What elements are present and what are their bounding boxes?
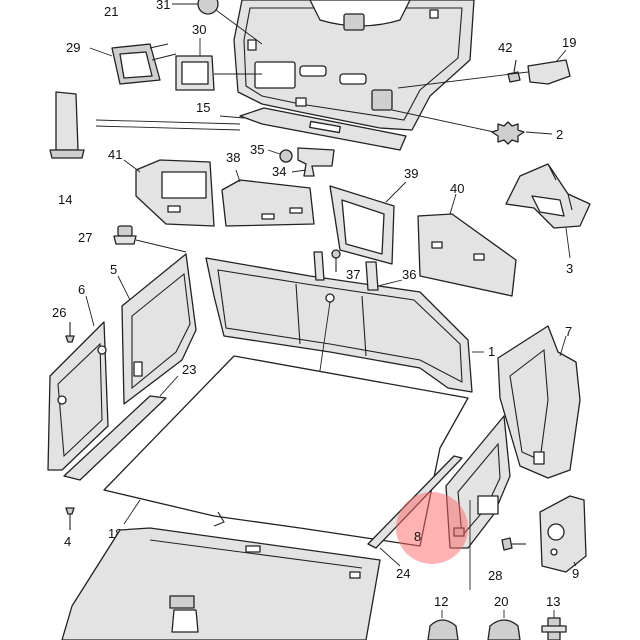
label-13: 13 <box>546 594 560 609</box>
label-4: 4 <box>64 534 71 549</box>
part-4-screw <box>65 507 75 530</box>
highlight-marker <box>396 492 468 564</box>
label-34: 34 <box>272 164 286 179</box>
label-5: 5 <box>110 262 117 277</box>
label-38: 38 <box>226 150 240 165</box>
label-7: 7 <box>565 324 572 339</box>
part-9-housing <box>539 495 587 573</box>
part-cargo-floor <box>61 527 381 640</box>
part-20-grommet <box>487 610 521 640</box>
part-7-side-panel <box>497 325 581 479</box>
part-3-latch <box>505 163 591 259</box>
part-35-34-bracket <box>267 147 335 177</box>
part-5-side-panel <box>117 253 197 405</box>
part-38-panel <box>221 169 315 227</box>
label-35: 35 <box>250 142 264 157</box>
label-8: 8 <box>414 529 421 544</box>
label-40: 40 <box>450 181 464 196</box>
label-2: 2 <box>556 127 563 142</box>
label-41: 41 <box>108 147 122 162</box>
part-41-panel <box>123 159 215 227</box>
part-14-bracket <box>49 91 85 159</box>
label-26: 26 <box>52 305 66 320</box>
label-14: 14 <box>58 192 72 207</box>
label-24: 24 <box>396 566 410 581</box>
label-19: 19 <box>562 35 576 50</box>
label-9: 9 <box>572 566 579 581</box>
label-3: 3 <box>566 261 573 276</box>
label-42: 42 <box>498 40 512 55</box>
part-42-screw <box>507 59 521 83</box>
label-1: 1 <box>488 344 495 359</box>
part-30-lamp <box>175 38 262 91</box>
label-39: 39 <box>404 166 418 181</box>
part-2-washer <box>391 109 553 145</box>
label-15: 15 <box>196 100 210 115</box>
label-31: 31 <box>156 0 170 12</box>
part-12-grommet <box>427 610 459 640</box>
label-27: 27 <box>78 230 92 245</box>
part-23-rail <box>63 375 179 481</box>
label-30: 30 <box>192 22 206 37</box>
label-28: 28 <box>488 568 502 583</box>
part-31-clip <box>172 0 263 45</box>
label-12: 12 <box>434 594 448 609</box>
part-39-frame <box>329 181 407 265</box>
part-29-switch <box>89 43 177 85</box>
label-21: 21 <box>104 4 118 19</box>
part-37-36-fasteners <box>313 249 403 291</box>
label-23: 23 <box>182 362 196 377</box>
part-27-pushpin <box>113 225 187 253</box>
part-6-side-panel <box>47 295 109 471</box>
part-26-screw <box>65 322 75 343</box>
label-6: 6 <box>78 282 85 297</box>
part-15-strip <box>95 107 407 151</box>
label-20: 20 <box>494 594 508 609</box>
label-29: 29 <box>66 40 80 55</box>
label-37: 37 <box>346 267 360 282</box>
part-19-clip <box>397 49 571 89</box>
part-40-panel <box>417 193 517 297</box>
label-36: 36 <box>402 267 416 282</box>
part-28-screw <box>501 537 526 551</box>
part-1-rear-panel <box>205 257 484 393</box>
part-13-pin <box>541 610 567 640</box>
part-tailgate-trim <box>233 0 475 131</box>
